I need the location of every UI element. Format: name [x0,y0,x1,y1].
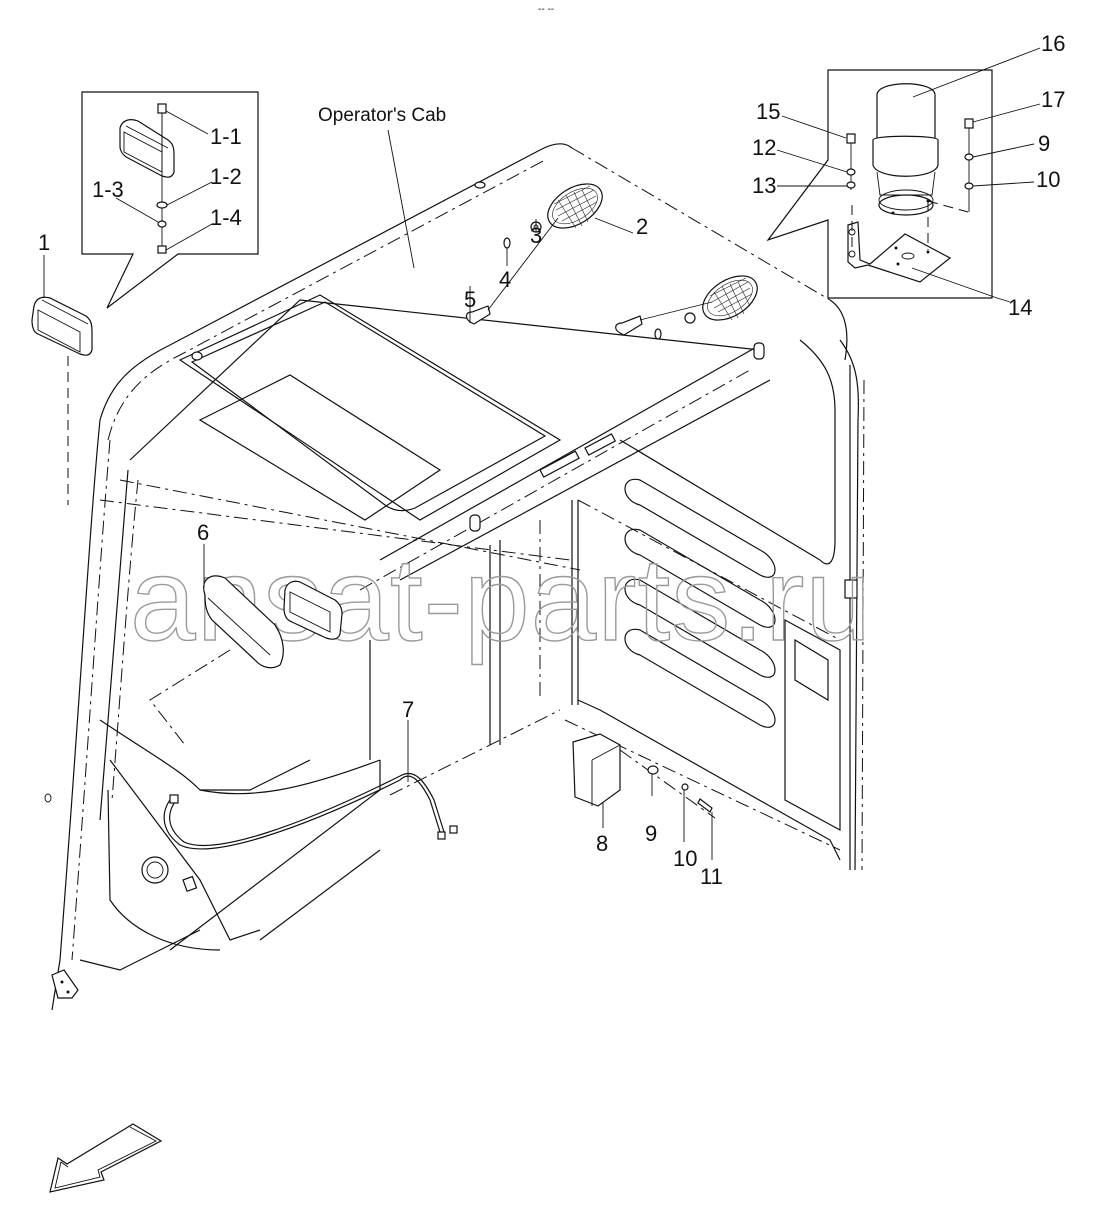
callout-5[interactable]: 5 [464,287,476,312]
lockwasher-1-3-icon [157,220,167,228]
work-lamp [31,255,93,505]
callout-1-3[interactable]: 1-3 [92,177,124,202]
callout-17[interactable]: 17 [1041,87,1065,112]
callout-1[interactable]: 1 [38,230,50,255]
speaker-grille-lower [702,275,758,321]
callout-10-upper[interactable]: 10 [1036,167,1060,192]
bolt-1-1-icon [157,103,167,114]
rotating-beacon [872,83,939,216]
callout-1-1[interactable]: 1-1 [210,124,242,149]
callout-2[interactable]: 2 [636,214,648,239]
cab-leader-line [387,129,415,269]
callout-1-4[interactable]: 1-4 [210,205,242,230]
callout-8[interactable]: 8 [596,831,608,856]
cab-title-label: Operator's Cab [318,105,446,126]
callout-13[interactable]: 13 [752,173,776,198]
rear-vents [624,478,776,728]
callout-4[interactable]: 4 [499,267,511,292]
speaker-assembly [465,183,758,340]
callout-10-lower[interactable]: 10 [673,846,697,871]
callout-9-upper[interactable]: 9 [1038,131,1050,156]
wire-harness [163,709,561,850]
beacon-detail-inset [766,47,1041,303]
speaker-grille-top [547,183,603,229]
control-box [572,733,716,860]
washer-1-2-icon [156,201,168,209]
work-lamp-detail [119,119,175,178]
callout-15[interactable]: 15 [756,99,780,124]
top-marker: -- -- [538,4,554,15]
nut-1-4-icon [157,245,167,254]
callout-9-lower[interactable]: 9 [645,821,657,846]
operator-cab [44,143,865,1011]
callout-12[interactable]: 12 [752,135,776,160]
front-direction-arrow-icon [49,1123,163,1193]
callout-3[interactable]: 3 [530,223,542,248]
callout-7[interactable]: 7 [402,697,414,722]
callout-11[interactable]: 11 [700,864,723,889]
callout-1-2[interactable]: 1-2 [210,164,242,189]
interior-work-lamp [283,580,343,640]
lamp-detail-inset [81,91,259,309]
callout-14[interactable]: 14 [1008,295,1032,320]
room-lamp [149,544,284,746]
callout-6[interactable]: 6 [197,520,209,545]
callout-16[interactable]: 16 [1041,31,1065,56]
beacon-bracket [847,221,952,283]
